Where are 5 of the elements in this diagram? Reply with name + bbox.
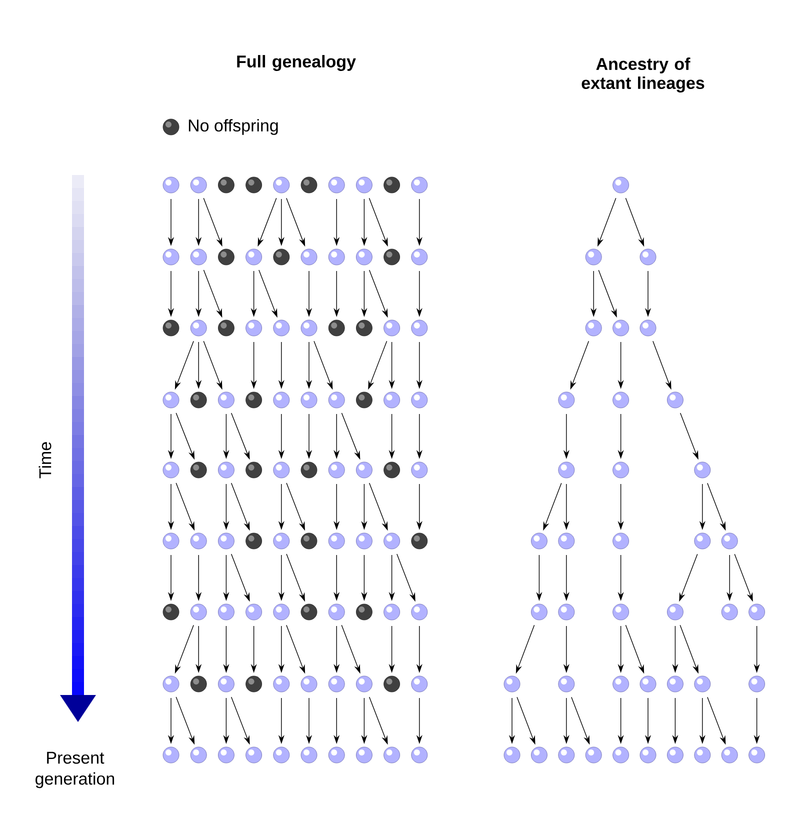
legend-label: No offspring [188,119,278,135]
panel-heading: Full genealogy [237,55,356,71]
axis-label: Time [38,442,52,478]
axis-label: Present generation [36,752,114,788]
panel-heading: Ancestry of extant lineages [582,58,704,92]
